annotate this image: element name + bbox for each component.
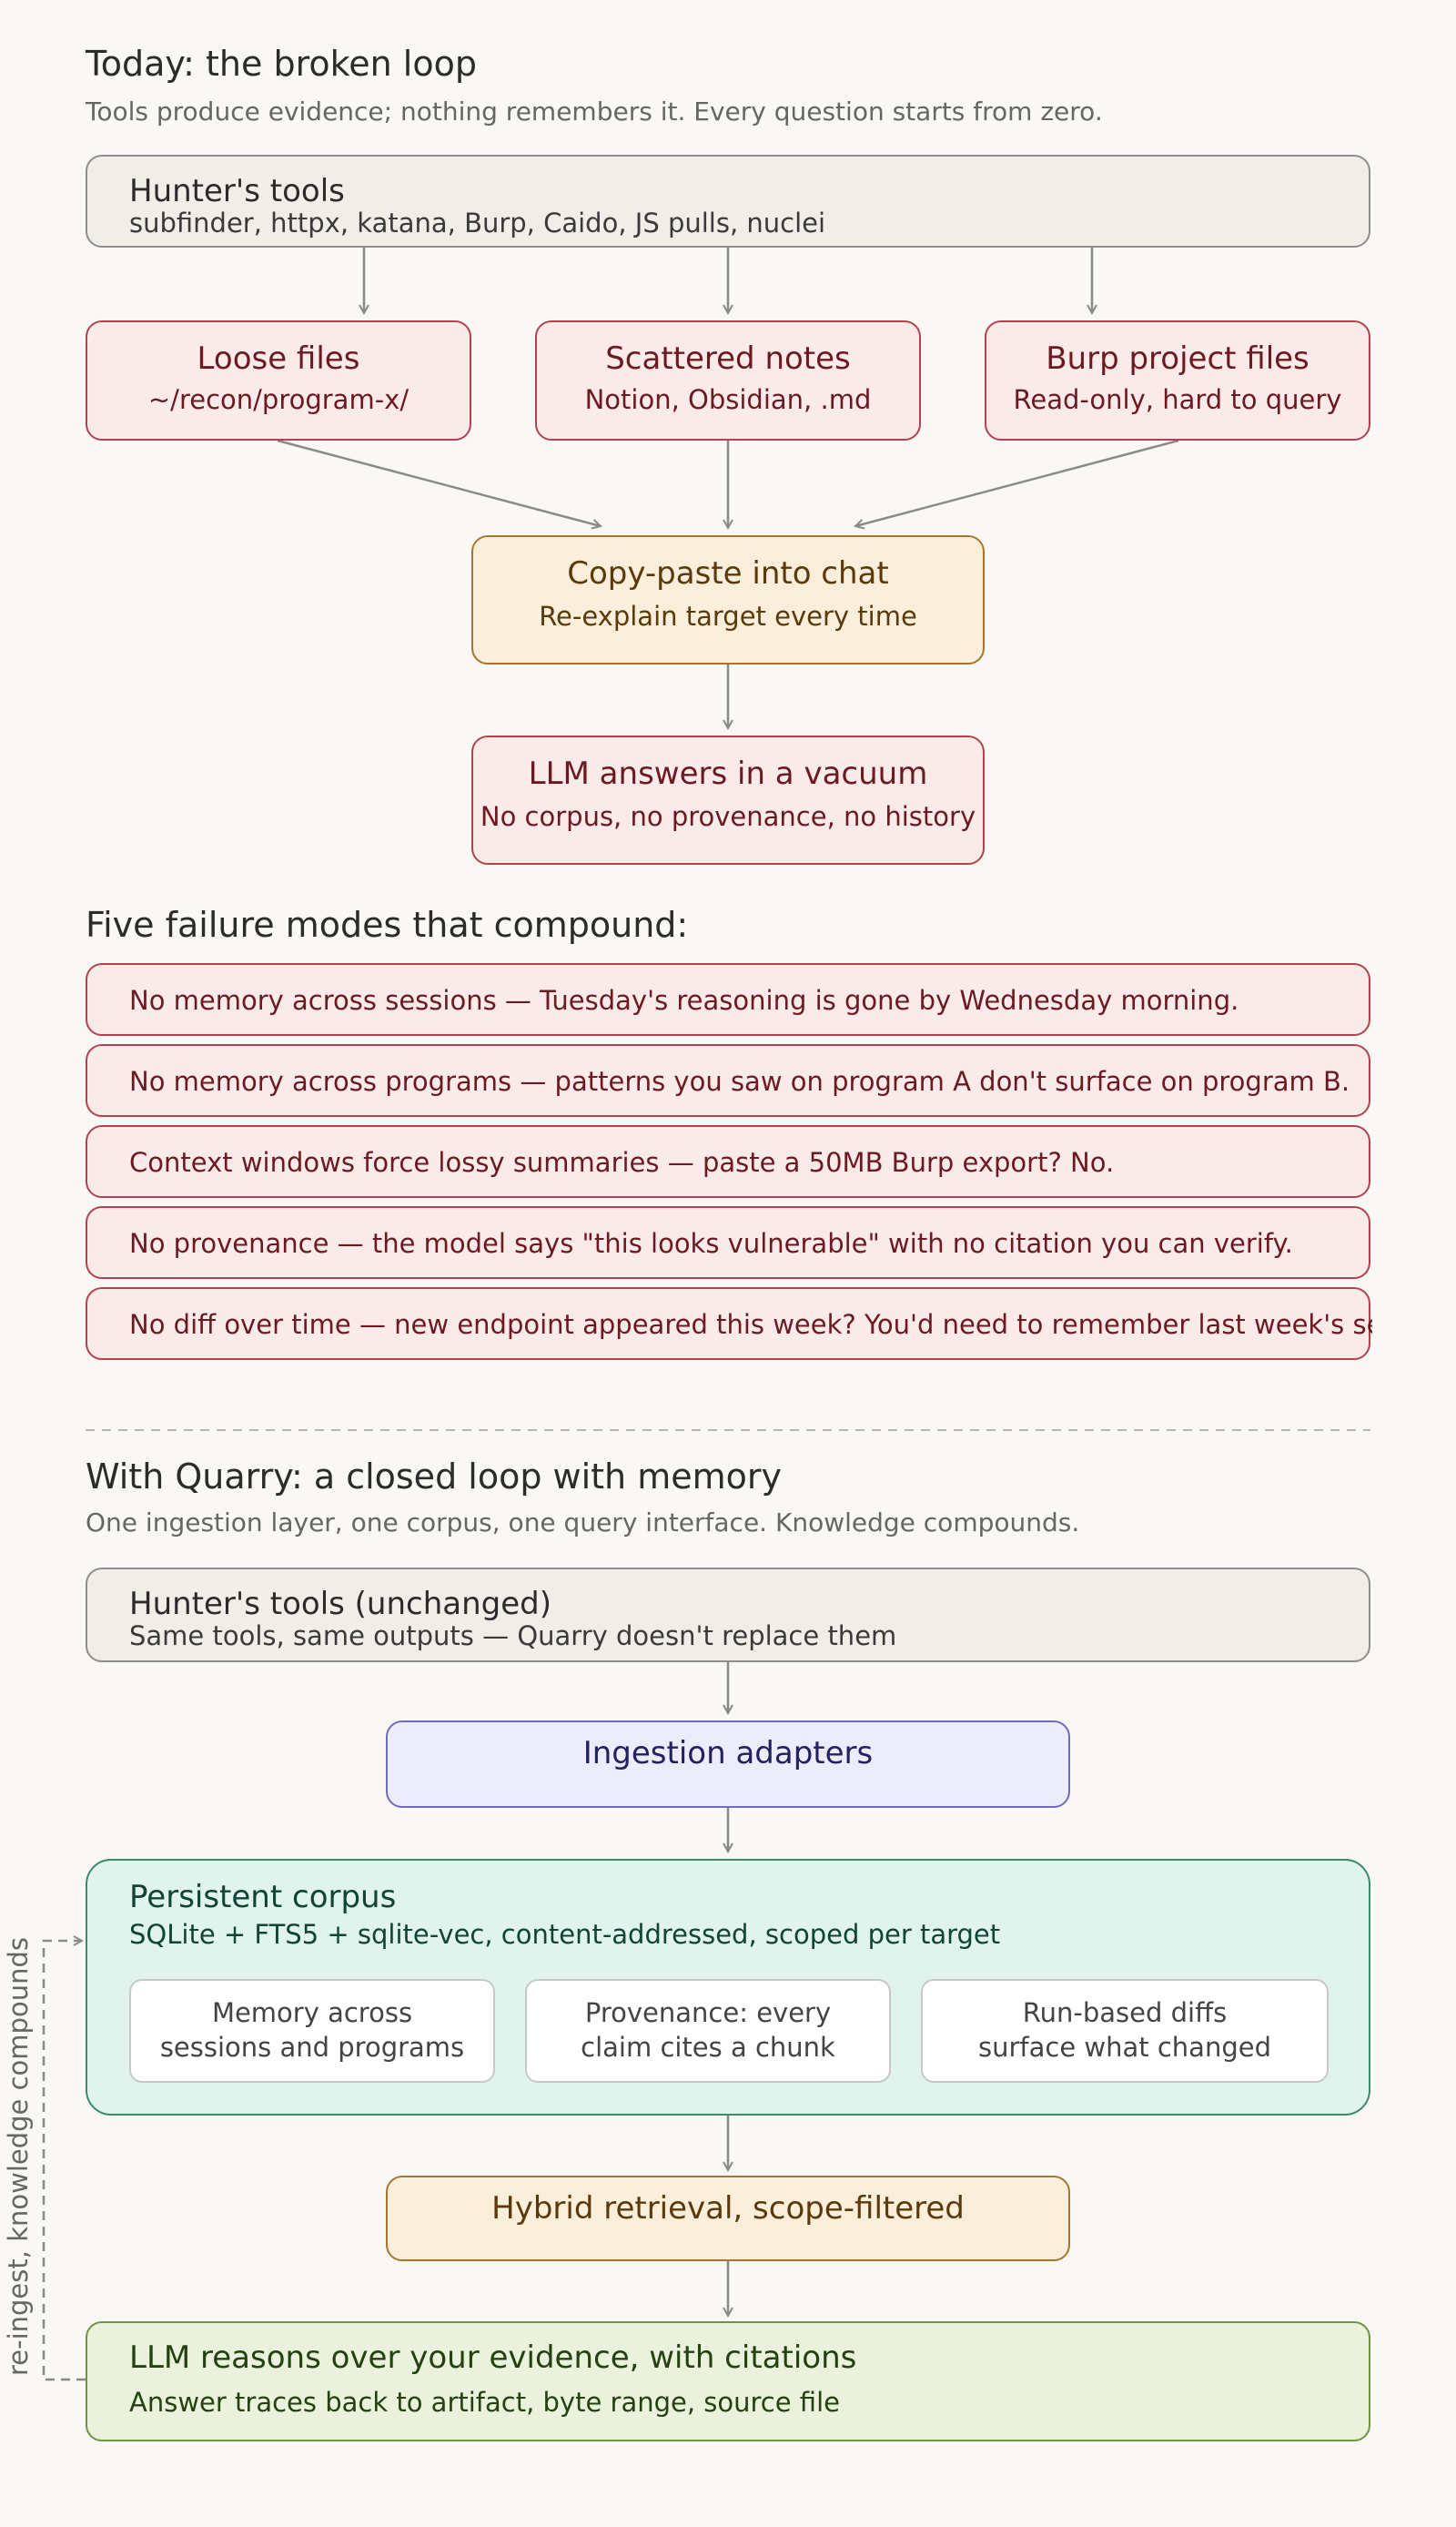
- loose-files-title: Loose files: [197, 340, 360, 377]
- copy-paste-title: Copy-paste into chat: [567, 555, 889, 592]
- llm-citations-box: LLM reasons over your evidence, with cit…: [86, 2321, 1370, 2441]
- hunters-tools-subtitle: subfinder, httpx, katana, Burp, Caido, J…: [129, 208, 826, 238]
- burp-files-subtitle: Read-only, hard to query: [1013, 384, 1342, 415]
- persistent-corpus-subtitle: SQLite + FTS5 + sqlite-vec, content-addr…: [129, 1919, 1001, 1950]
- loop-label: re-ingest, knowledge compounds: [3, 1937, 34, 2376]
- corpus-feature-provenance: Provenance: every claim cites a chunk: [525, 1979, 891, 2083]
- llm-citations-title: LLM reasons over your evidence, with cit…: [129, 2339, 857, 2376]
- llm-citations-subtitle: Answer traces back to artifact, byte ran…: [129, 2387, 840, 2418]
- corpus-feature-memory: Memory across sessions and programs: [129, 1979, 495, 2083]
- hunters-tools-unchanged-title: Hunter's tools (unchanged): [129, 1586, 551, 1622]
- failure-item-text: No provenance — the model says "this loo…: [129, 1228, 1293, 1259]
- corpus-feature-line: sessions and programs: [159, 2032, 465, 2063]
- llm-vacuum-box: LLM answers in a vacuum No corpus, no pr…: [471, 736, 985, 865]
- failures-title: Five failure modes that compound:: [86, 905, 689, 945]
- copy-paste-subtitle: Re-explain target every time: [539, 601, 917, 632]
- failure-item-text: No diff over time — new endpoint appeare…: [129, 1309, 1372, 1340]
- corpus-feature-line: Memory across: [211, 1997, 413, 2028]
- corpus-feature-diffs: Run-based diffs surface what changed: [921, 1979, 1329, 2083]
- failure-item-text: No memory across sessions — Tuesday's re…: [129, 985, 1239, 1016]
- today-subtitle: Tools produce evidence; nothing remember…: [86, 96, 1103, 127]
- persistent-corpus-box: Persistent corpus SQLite + FTS5 + sqlite…: [86, 1859, 1370, 2116]
- corpus-feature-line: Run-based diffs: [1022, 1997, 1228, 2028]
- arrow-burp-files-to-copy-paste: [855, 439, 1179, 526]
- hunters-tools-box: Hunter's tools subfinder, httpx, katana,…: [86, 155, 1370, 248]
- today-title: Today: the broken loop: [86, 44, 477, 84]
- corpus-feature-line: surface what changed: [978, 2032, 1271, 2063]
- failure-item-text: Context windows force lossy summaries — …: [129, 1147, 1115, 1178]
- burp-files-box: Burp project files Read-only, hard to qu…: [985, 320, 1370, 441]
- copy-paste-box: Copy-paste into chat Re-explain target e…: [471, 535, 985, 665]
- corpus-feature-line: Provenance: every: [584, 1997, 832, 2028]
- hunters-tools-title: Hunter's tools: [129, 173, 345, 209]
- corpus-feature-line: claim cites a chunk: [581, 2032, 835, 2063]
- llm-vacuum-subtitle: No corpus, no provenance, no history: [480, 801, 976, 832]
- ingestion-adapters-title: Ingestion adapters: [582, 1735, 874, 1771]
- hunters-tools-unchanged-subtitle: Same tools, same outputs — Quarry doesn'…: [129, 1620, 897, 1651]
- hybrid-retrieval-box: Hybrid retrieval, scope-filtered: [386, 2176, 1070, 2261]
- hybrid-retrieval-title: Hybrid retrieval, scope-filtered: [491, 2190, 965, 2227]
- failure-item: No memory across programs — patterns you…: [86, 1044, 1370, 1117]
- failure-item: Context windows force lossy summaries — …: [86, 1125, 1370, 1198]
- loose-files-box: Loose files ~/recon/program-x/: [86, 320, 471, 441]
- loop-arrow-reingest: [42, 1941, 86, 2381]
- arrow-loose-files-to-copy-paste: [277, 439, 601, 526]
- llm-vacuum-title: LLM answers in a vacuum: [528, 756, 928, 792]
- scattered-notes-title: Scattered notes: [605, 340, 851, 377]
- loose-files-subtitle: ~/recon/program-x/: [147, 384, 410, 415]
- scattered-notes-box: Scattered notes Notion, Obsidian, .md: [535, 320, 921, 441]
- failure-item-text: No memory across programs — patterns you…: [129, 1066, 1350, 1097]
- burp-files-title: Burp project files: [1046, 340, 1309, 377]
- ingestion-adapters-box: Ingestion adapters: [386, 1720, 1070, 1808]
- persistent-corpus-title: Persistent corpus: [129, 1879, 397, 1915]
- quarry-title: With Quarry: a closed loop with memory: [86, 1456, 782, 1497]
- failure-item: No provenance — the model says "this loo…: [86, 1206, 1370, 1279]
- failure-item: No memory across sessions — Tuesday's re…: [86, 963, 1370, 1036]
- hunters-tools-unchanged-box: Hunter's tools (unchanged) Same tools, s…: [86, 1568, 1370, 1662]
- quarry-subtitle: One ingestion layer, one corpus, one que…: [86, 1507, 1080, 1538]
- scattered-notes-subtitle: Notion, Obsidian, .md: [584, 384, 872, 415]
- failure-item: No diff over time — new endpoint appeare…: [86, 1287, 1372, 1360]
